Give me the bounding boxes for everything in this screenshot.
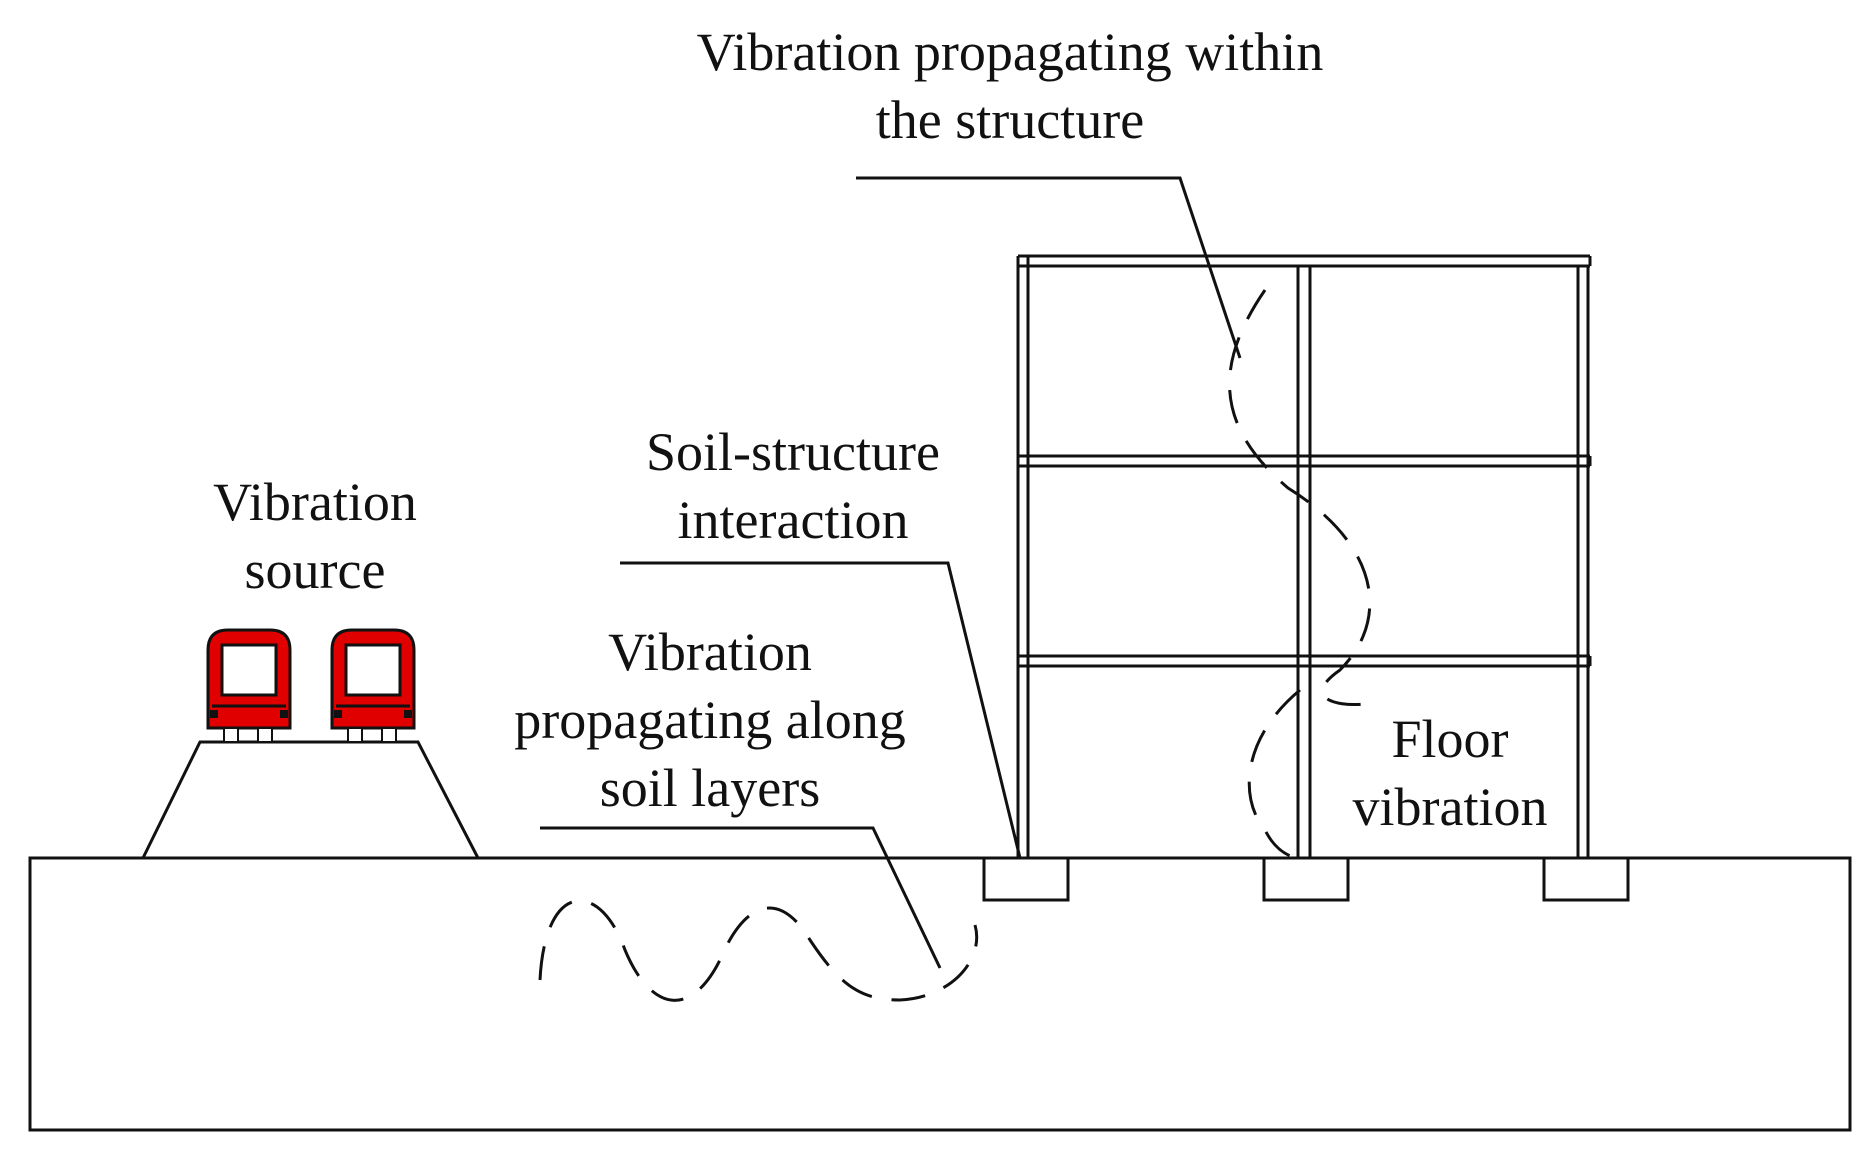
column-right [1576,266,1590,858]
leader-soil-propagation [540,826,942,969]
label-soil-structure-line1: Soil-structure [646,422,940,482]
label-soil-propagation: Vibration propagating along soil layers [430,618,990,822]
embankment [141,740,480,859]
label-soil-structure-interaction: Soil-structure interaction [583,418,1003,554]
label-soil-structure-line2: interaction [677,490,909,550]
label-vibration-source-line1: Vibration [213,472,417,532]
column-middle [1296,266,1312,858]
label-structure-propagation-line1: Vibration propagating within [696,22,1324,82]
floor-slab-1 [1018,654,1592,668]
column-left [1016,256,1030,858]
structure-vibration-wave [1228,289,1381,860]
leader-structure-propagation [856,176,1242,359]
soil-vibration-wave [538,899,979,1002]
leader-soil-structure [620,561,1022,859]
label-vibration-source-line2: source [244,540,386,600]
ground-block [28,856,1852,1132]
label-soil-propagation-line1: Vibration [608,622,812,682]
floor-slab-2 [1018,454,1592,468]
label-soil-propagation-line3: soil layers [599,758,821,818]
label-floor-vibration-line1: Floor [1391,709,1509,769]
label-structure-propagation: Vibration propagating within the structu… [470,18,1550,154]
label-structure-propagation-line2: the structure [875,90,1145,150]
train-right [330,628,416,743]
label-floor-vibration-line2: vibration [1352,777,1548,837]
foundation-right [1542,856,1630,902]
train-left [206,628,292,743]
label-soil-propagation-line2: propagating along [514,690,906,750]
label-floor-vibration: Floor vibration [1270,705,1630,841]
foundation-middle [1262,856,1350,902]
label-vibration-source: Vibration source [115,468,515,604]
foundation-left [982,856,1070,902]
roof-slab [1018,254,1592,268]
